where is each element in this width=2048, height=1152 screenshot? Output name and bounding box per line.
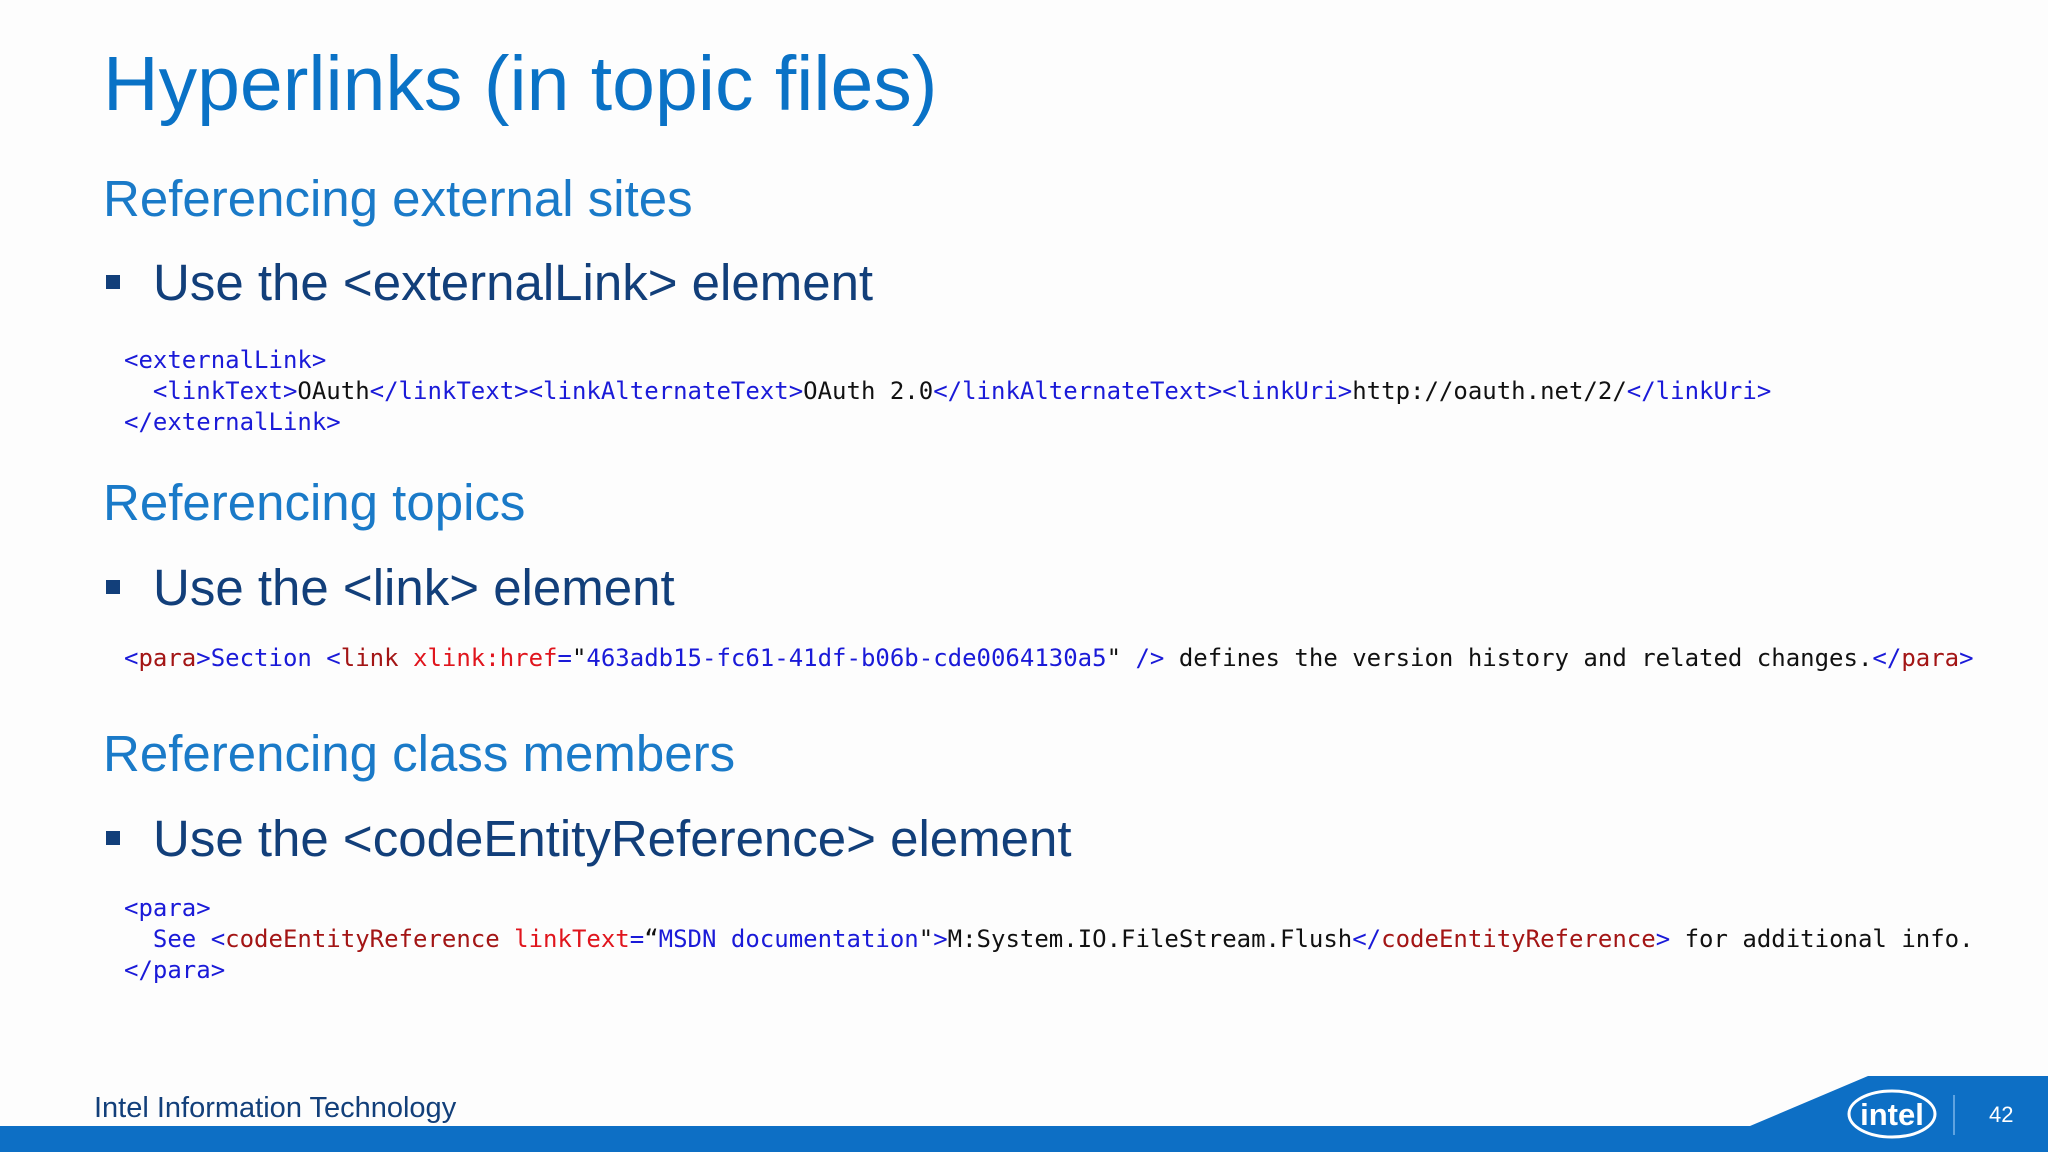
- bullet-marker: [106, 580, 120, 594]
- code-block-external: <externalLink> <linkText>OAuth</linkText…: [124, 345, 1771, 438]
- bullet-marker: [106, 831, 120, 845]
- intel-logo-icon: intel: [1847, 1089, 1937, 1139]
- footer-org-label: Intel Information Technology: [94, 1092, 457, 1124]
- slide-title: Hyperlinks (in topic files): [103, 41, 938, 127]
- page-number: 42: [1989, 1102, 2014, 1127]
- footer-wedge: [1750, 1076, 2048, 1152]
- section-heading-external: Referencing external sites: [103, 170, 693, 227]
- bullet-text-external: Use the <externalLink> element: [153, 254, 874, 311]
- code-line: </externalLink>: [124, 408, 341, 436]
- code-line: </para>: [124, 956, 226, 984]
- code-line: <linkText>OAuth</linkText><linkAlternate…: [152, 377, 1772, 405]
- bullet-marker: [106, 275, 120, 289]
- code-line: <para>: [124, 894, 211, 922]
- code-line: See <codeEntityReference linkText=“MSDN …: [152, 925, 1974, 953]
- bullet-text-class-members: Use the <codeEntityReference> element: [153, 810, 1072, 867]
- code-line: <externalLink>: [124, 346, 327, 374]
- footer-bar: [0, 1126, 2048, 1152]
- code-block-topics: <para>Section <link xlink:href="463adb15…: [124, 644, 1974, 672]
- section-heading-class-members: Referencing class members: [103, 725, 736, 782]
- section-heading-topics: Referencing topics: [103, 474, 526, 531]
- intel-logo-text: intel: [1860, 1097, 1924, 1132]
- footer-divider: [1953, 1095, 1955, 1135]
- bullet-text-topics: Use the <link> element: [153, 559, 675, 616]
- code-block-class-members: <para> See <codeEntityReference linkText…: [124, 893, 1974, 986]
